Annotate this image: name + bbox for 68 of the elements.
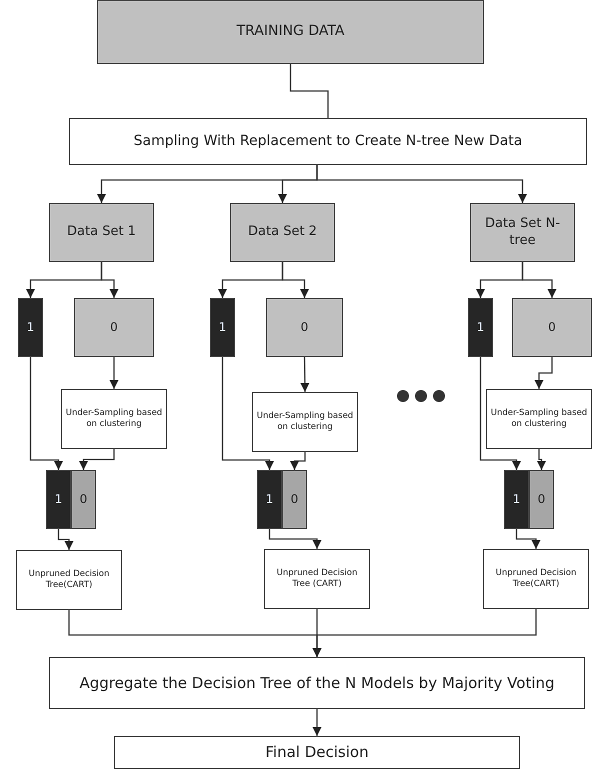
arrow (282, 262, 310, 298)
dataset-box (49, 203, 154, 262)
node-label: Unpruned Decision Tree(CART) (28, 569, 110, 591)
class-block (529, 470, 554, 529)
process-box (69, 118, 587, 165)
node-label: 0 (536, 492, 546, 507)
node-label: Data Set 1 (66, 224, 137, 241)
output-box (114, 736, 520, 769)
dataset-box (230, 203, 335, 262)
node-label: 0 (109, 320, 119, 335)
node-label: 1 (264, 492, 274, 507)
class-block (257, 470, 282, 529)
node-label: 1 (512, 492, 522, 507)
arrow (109, 357, 119, 389)
node-label: Data Set 2 (247, 224, 318, 241)
class-block (210, 298, 235, 357)
class-block (74, 298, 154, 357)
arrow (316, 165, 528, 203)
node-label: Final Decision (264, 743, 370, 762)
arrow (534, 357, 553, 389)
node-label: 0 (547, 320, 557, 335)
node-label: Sampling With Replacement to Create N-tree New Data (132, 132, 524, 150)
node-label: 1 (218, 320, 228, 335)
arrow (58, 529, 74, 550)
node-label: Under-Sampling based on clustering (256, 411, 354, 433)
class-block (18, 298, 43, 357)
arrow (222, 357, 274, 470)
arrow (290, 452, 306, 470)
node-label: 0 (78, 492, 88, 507)
class-block (504, 470, 529, 529)
class-block (282, 470, 307, 529)
class-block (512, 298, 592, 357)
process-box (252, 392, 358, 452)
node-label: Data Set N-tree (484, 216, 562, 249)
arrow (30, 357, 64, 470)
arrow (536, 449, 546, 470)
class-block (468, 298, 493, 357)
node-label: Unpruned Decision Tree(CART) (494, 568, 578, 590)
class-block (46, 470, 71, 529)
arrow (268, 529, 322, 549)
node-label: Unpruned Decision Tree (CART) (276, 568, 358, 590)
node-label: TRAINING DATA (236, 23, 346, 41)
arrow (312, 609, 537, 657)
node-label: Aggregate the Decision Tree of the N Models by Majority Voting (78, 674, 556, 692)
data-box (97, 0, 484, 64)
process-box (486, 389, 592, 449)
class-block (266, 298, 343, 357)
node-label: Under-Sampling based on clustering (64, 408, 164, 430)
model-box (264, 549, 370, 609)
dataset-box (470, 203, 575, 262)
node-label: 1 (476, 320, 486, 335)
node-label: 0 (290, 492, 300, 507)
model-box (483, 549, 589, 609)
node-label: 1 (26, 320, 36, 335)
arrow (100, 262, 119, 298)
node-label: 1 (54, 492, 64, 507)
arrow (522, 262, 557, 298)
arrow (300, 357, 310, 392)
node-label: Under-Sampling based on clustering (490, 408, 588, 430)
class-block (71, 470, 96, 529)
process-box (49, 657, 585, 709)
node-label: 0 (300, 320, 310, 335)
arrow (78, 449, 115, 470)
model-box (16, 550, 122, 610)
arrow (312, 709, 322, 736)
arrow (516, 529, 541, 549)
arrow (480, 357, 522, 470)
process-box (61, 389, 167, 449)
